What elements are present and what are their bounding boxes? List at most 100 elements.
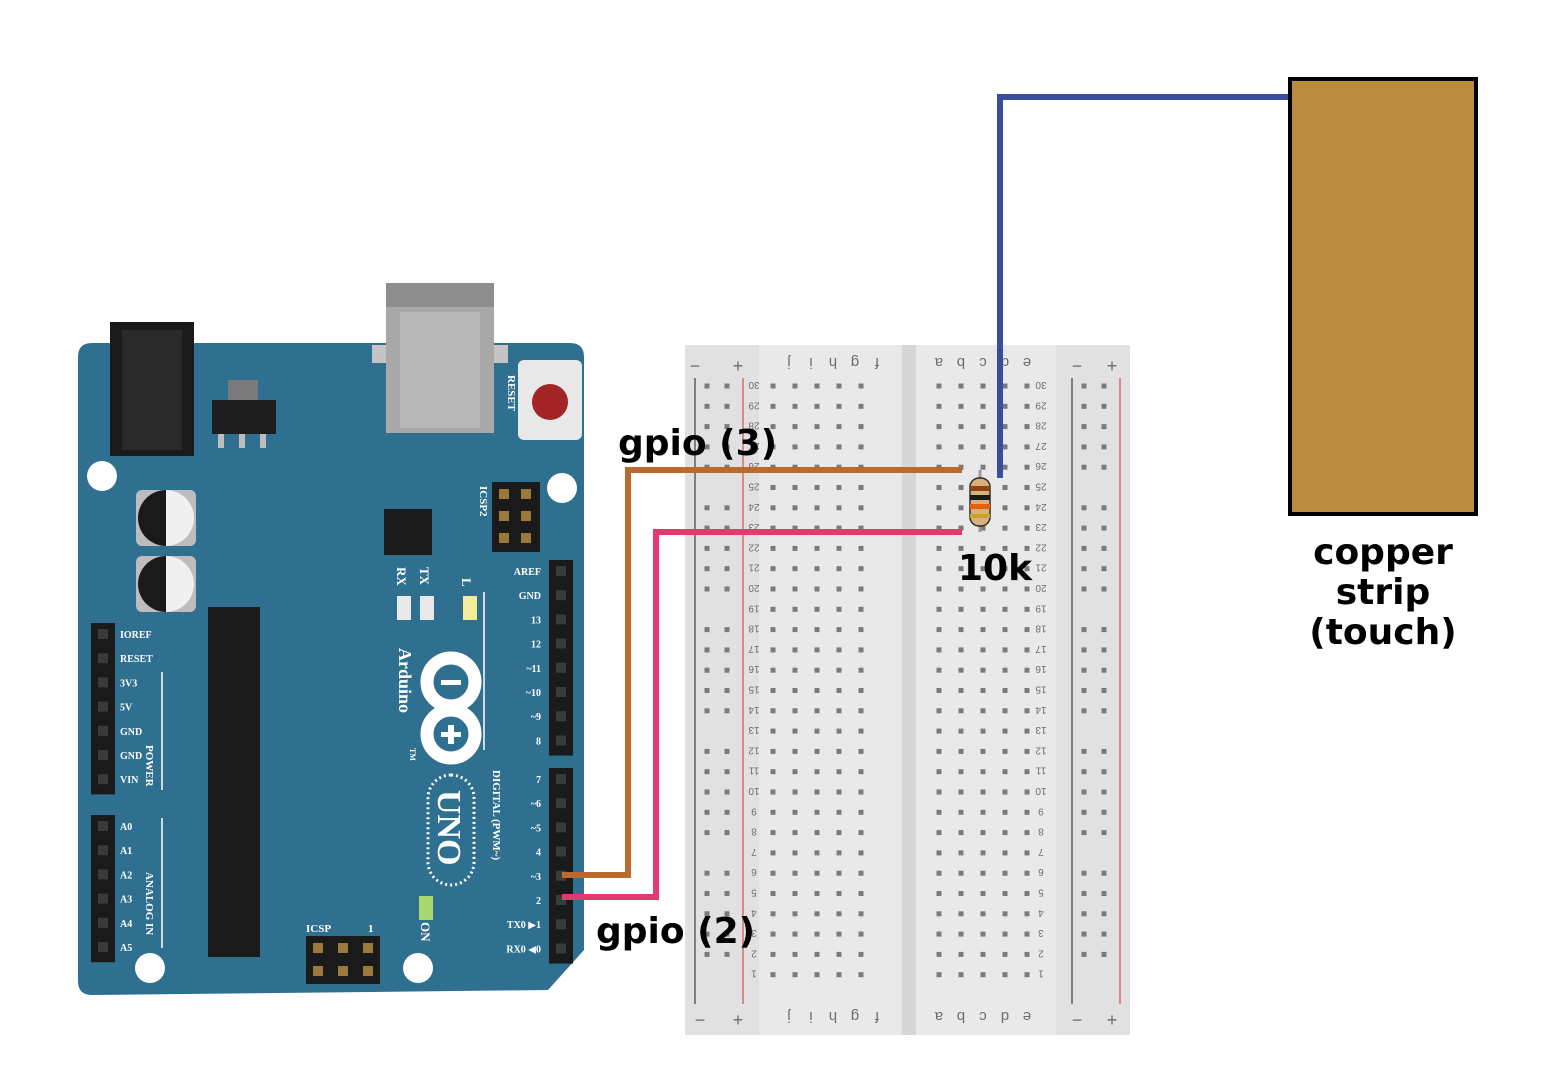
rail-hole[interactable] <box>1101 464 1107 470</box>
breadboard-hole[interactable] <box>958 627 964 633</box>
breadboard-hole[interactable] <box>770 931 776 937</box>
header-pin[interactable] <box>98 774 108 785</box>
rail-hole[interactable] <box>1101 444 1107 450</box>
breadboard-hole[interactable] <box>770 972 776 978</box>
rail-hole[interactable] <box>1101 789 1107 795</box>
rail-hole[interactable] <box>1101 525 1107 531</box>
breadboard-hole[interactable] <box>1002 748 1008 754</box>
breadboard-hole[interactable] <box>936 951 942 957</box>
breadboard-hole[interactable] <box>1002 566 1008 572</box>
breadboard-hole[interactable] <box>936 485 942 490</box>
breadboard-hole[interactable] <box>980 951 986 957</box>
breadboard-hole[interactable] <box>792 870 798 876</box>
breadboard-hole[interactable] <box>814 383 820 389</box>
breadboard-hole[interactable] <box>836 383 842 389</box>
breadboard-hole[interactable] <box>836 505 842 511</box>
breadboard-hole[interactable] <box>836 403 842 409</box>
header-pin[interactable] <box>98 893 108 904</box>
breadboard-hole[interactable] <box>858 850 864 856</box>
breadboard-hole[interactable] <box>980 444 986 450</box>
header-pin[interactable] <box>556 735 566 746</box>
breadboard-hole[interactable] <box>770 424 776 430</box>
breadboard-hole[interactable] <box>958 485 964 490</box>
breadboard-hole[interactable] <box>1002 911 1008 917</box>
breadboard-hole[interactable] <box>936 688 942 693</box>
breadboard-hole[interactable] <box>936 606 942 612</box>
breadboard-hole[interactable] <box>792 525 798 531</box>
breadboard-hole[interactable] <box>792 545 798 551</box>
rail-hole[interactable] <box>704 424 710 430</box>
header-pin[interactable] <box>556 943 566 954</box>
breadboard-hole[interactable] <box>1024 525 1030 531</box>
header-pin[interactable] <box>98 750 108 760</box>
header-pin[interactable] <box>556 822 566 833</box>
breadboard-hole[interactable] <box>1024 424 1030 430</box>
rail-hole[interactable] <box>704 951 710 957</box>
breadboard-hole[interactable] <box>836 545 842 551</box>
header-pin[interactable] <box>556 590 566 601</box>
breadboard-hole[interactable] <box>936 647 942 653</box>
rail-hole[interactable] <box>1101 424 1107 430</box>
rail-hole[interactable] <box>1081 951 1087 957</box>
breadboard-hole[interactable] <box>858 424 864 430</box>
breadboard-hole[interactable] <box>980 850 986 856</box>
breadboard-hole[interactable] <box>1002 951 1008 957</box>
breadboard-hole[interactable] <box>814 667 820 673</box>
header-pin[interactable] <box>556 870 566 881</box>
rail-hole[interactable] <box>1081 830 1087 836</box>
breadboard-hole[interactable] <box>958 688 964 693</box>
breadboard-hole[interactable] <box>814 830 820 836</box>
breadboard-hole[interactable] <box>814 444 820 450</box>
rail-hole[interactable] <box>1081 586 1087 592</box>
rail-hole[interactable] <box>724 870 730 876</box>
breadboard-hole[interactable] <box>980 931 986 937</box>
header-pin[interactable] <box>98 701 108 712</box>
breadboard-hole[interactable] <box>1002 403 1008 409</box>
breadboard-hole[interactable] <box>814 931 820 937</box>
rail-hole[interactable] <box>724 830 730 836</box>
rail-hole[interactable] <box>704 383 710 389</box>
rail-hole[interactable] <box>1081 708 1087 714</box>
breadboard-hole[interactable] <box>958 424 964 430</box>
breadboard-hole[interactable] <box>1002 931 1008 937</box>
breadboard-hole[interactable] <box>936 424 942 430</box>
rail-hole[interactable] <box>1081 667 1087 673</box>
breadboard-hole[interactable] <box>814 545 820 551</box>
breadboard-hole[interactable] <box>814 424 820 430</box>
rail-hole[interactable] <box>1101 545 1107 551</box>
rail-hole[interactable] <box>1101 870 1107 876</box>
breadboard-hole[interactable] <box>1002 809 1008 815</box>
breadboard-hole[interactable] <box>1024 728 1030 734</box>
breadboard-hole[interactable] <box>792 911 798 917</box>
breadboard-hole[interactable] <box>936 911 942 917</box>
breadboard-hole[interactable] <box>814 911 820 917</box>
rail-hole[interactable] <box>1101 403 1107 409</box>
breadboard-hole[interactable] <box>770 444 776 450</box>
rail-hole[interactable] <box>1081 464 1087 470</box>
breadboard-hole[interactable] <box>770 383 776 389</box>
breadboard-hole[interactable] <box>858 525 864 531</box>
rail-hole[interactable] <box>724 647 730 653</box>
breadboard-hole[interactable] <box>1024 627 1030 633</box>
breadboard-hole[interactable] <box>936 728 942 734</box>
breadboard-hole[interactable] <box>1002 708 1008 714</box>
rail-hole[interactable] <box>1101 586 1107 592</box>
breadboard-hole[interactable] <box>858 708 864 714</box>
breadboard-hole[interactable] <box>792 667 798 673</box>
breadboard-hole[interactable] <box>858 667 864 673</box>
breadboard-hole[interactable] <box>836 850 842 856</box>
breadboard-hole[interactable] <box>836 911 842 917</box>
breadboard-hole[interactable] <box>770 891 776 896</box>
rail-hole[interactable] <box>704 647 710 653</box>
breadboard-hole[interactable] <box>792 789 798 795</box>
rail-hole[interactable] <box>1101 891 1107 896</box>
breadboard-hole[interactable] <box>980 769 986 775</box>
rail-hole[interactable] <box>1081 566 1087 572</box>
rail-hole[interactable] <box>1081 809 1087 815</box>
breadboard-hole[interactable] <box>1024 566 1030 572</box>
breadboard-hole[interactable] <box>980 891 986 896</box>
rail-hole[interactable] <box>1081 525 1087 531</box>
rail-hole[interactable] <box>704 830 710 836</box>
breadboard-hole[interactable] <box>958 586 964 592</box>
breadboard-hole[interactable] <box>836 566 842 572</box>
